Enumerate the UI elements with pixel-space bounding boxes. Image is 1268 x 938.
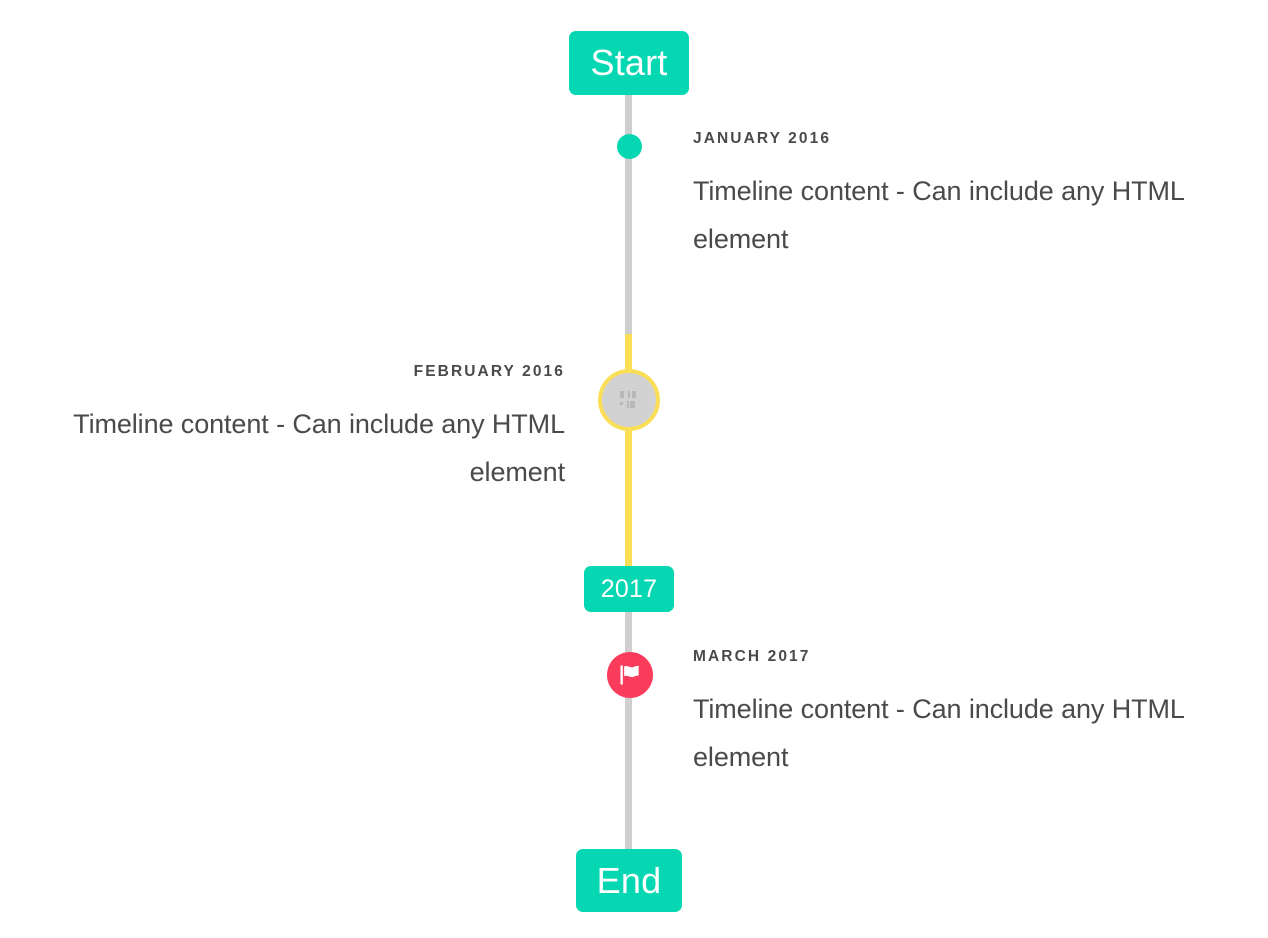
timeline-event-february-2016: FEBRUARY 2016 Timeline content - Can inc…	[35, 363, 565, 496]
timeline-event-body: Timeline content - Can include any HTML …	[693, 694, 1184, 773]
timeline-event-date: MARCH 2017	[693, 648, 811, 665]
timeline-rail-lower	[625, 610, 632, 852]
timeline-end-badge[interactable]: End	[576, 849, 682, 912]
timeline-event-body: Timeline content - Can include any HTML …	[693, 176, 1184, 255]
timeline-event-date: FEBRUARY 2016	[413, 363, 565, 380]
broken-image-icon[interactable]	[598, 369, 660, 431]
flag-glyph	[620, 665, 639, 685]
timeline-event-january-2016: JANUARY 2016 Timeline content - Can incl…	[693, 130, 1233, 263]
timeline-event-date: JANUARY 2016	[693, 130, 832, 147]
timeline-rail-highlight	[625, 334, 632, 568]
timeline-start-badge[interactable]: Start	[569, 31, 689, 95]
flag-icon[interactable]	[607, 652, 653, 698]
timeline-rail-upper	[625, 95, 632, 335]
timeline-year-divider-badge[interactable]: 2017	[584, 566, 674, 612]
dot-icon[interactable]	[617, 134, 642, 159]
timeline-event-march-2017: MARCH 2017 Timeline content - Can includ…	[693, 648, 1233, 781]
timeline-event-body: Timeline content - Can include any HTML …	[73, 409, 565, 488]
broken-image-glyph	[620, 391, 636, 408]
